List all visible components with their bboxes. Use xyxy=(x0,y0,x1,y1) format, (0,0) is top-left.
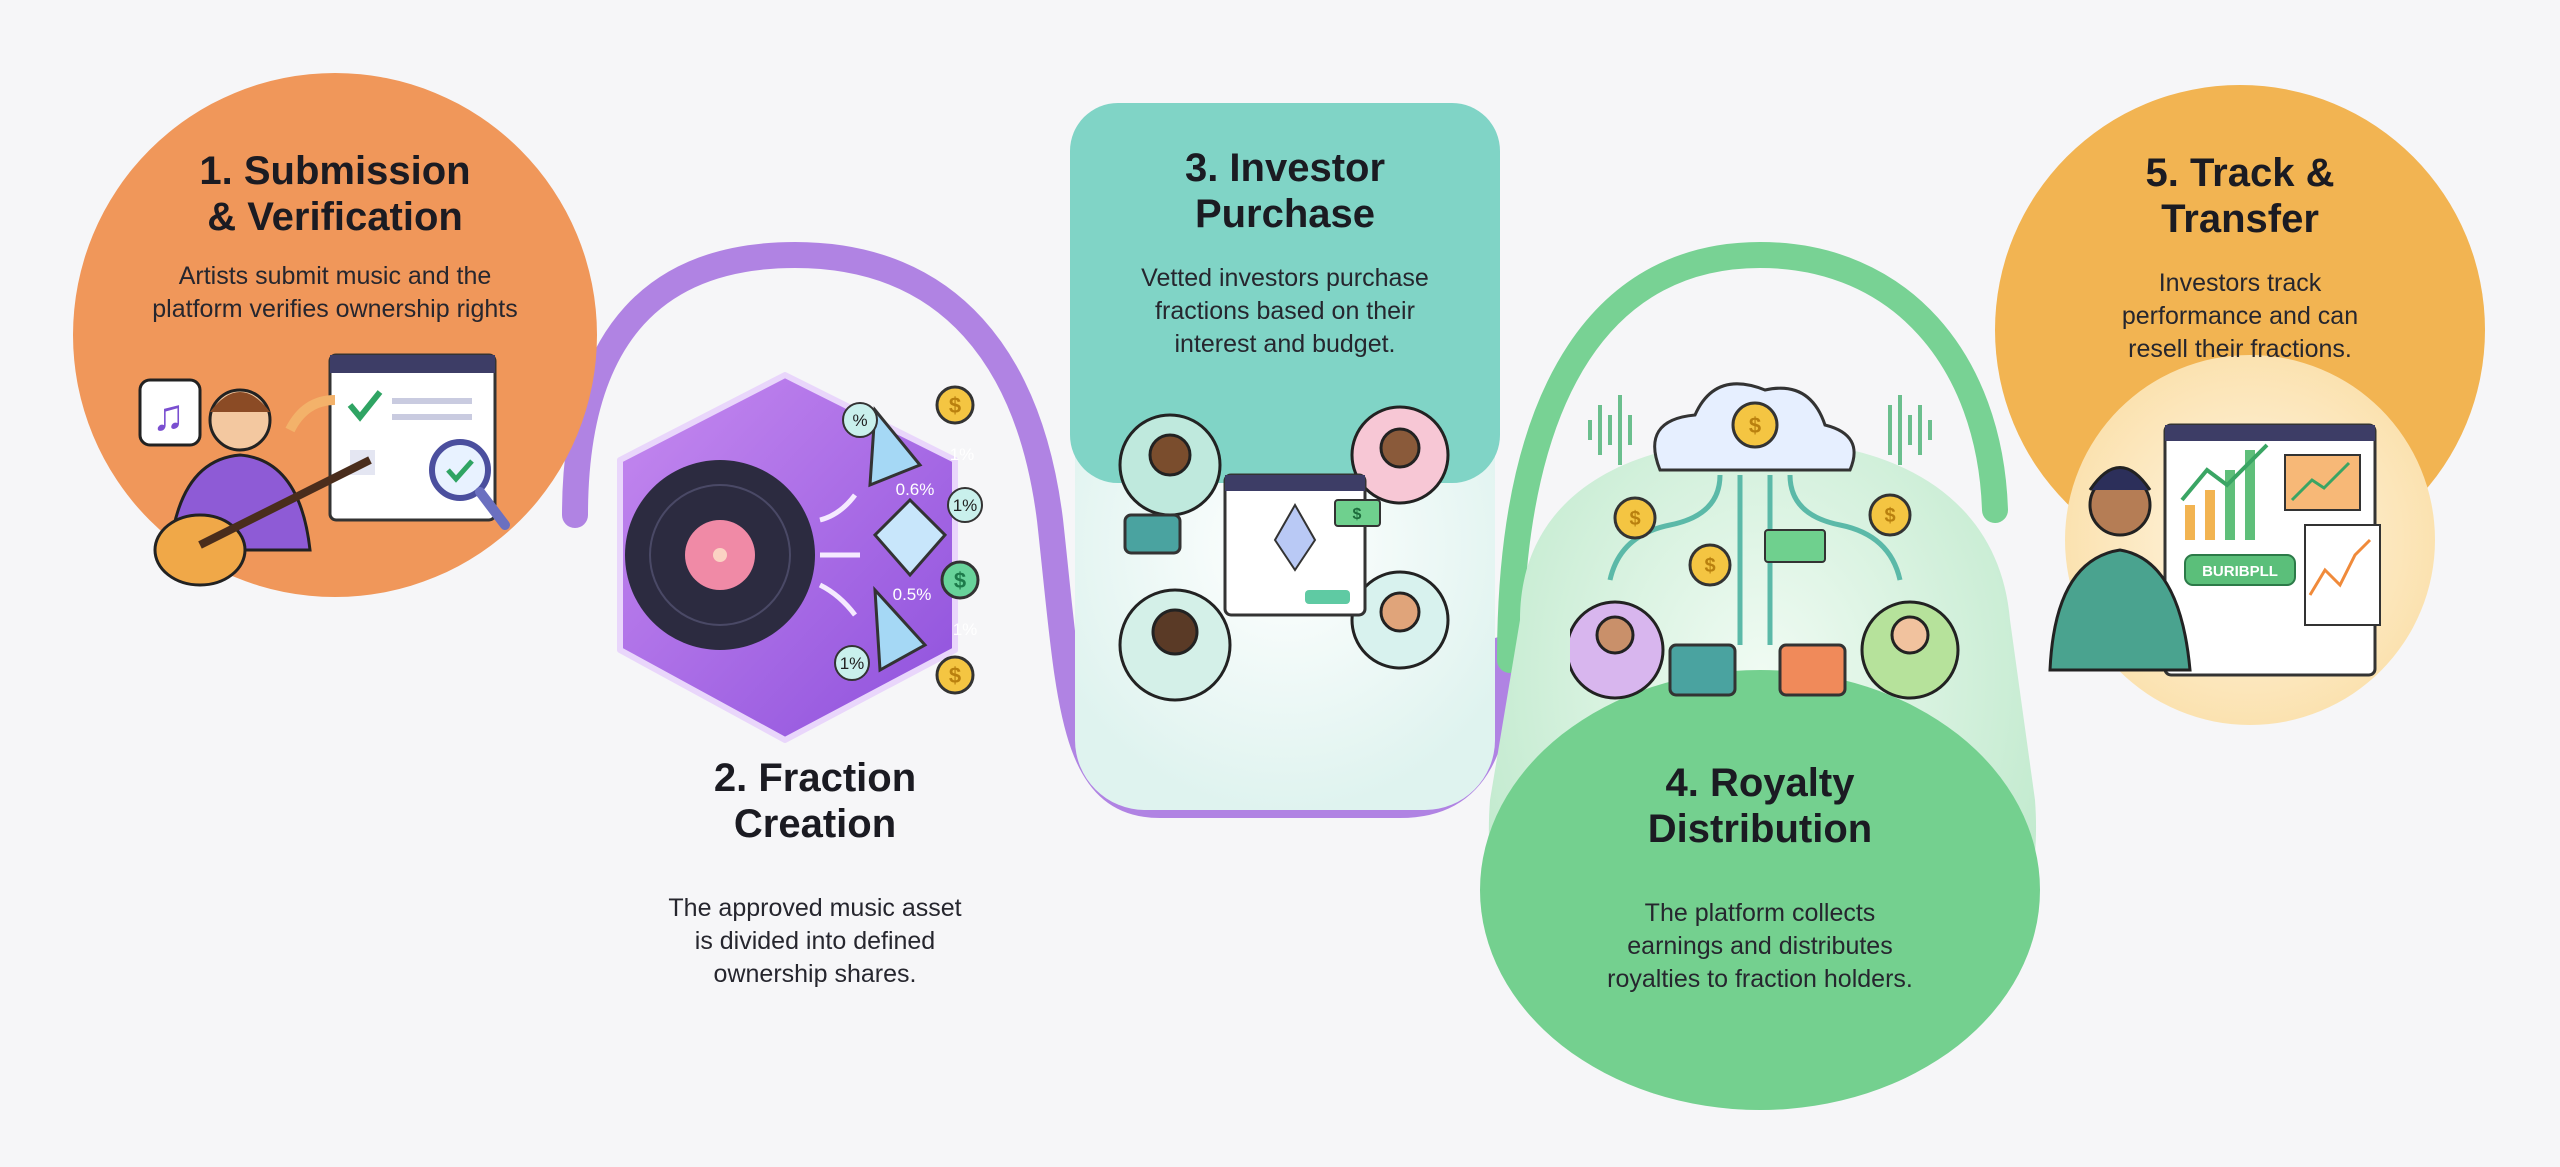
svg-text:$: $ xyxy=(1884,505,1895,527)
resell-button[interactable] xyxy=(2184,554,2296,586)
svg-text:0.5%: 0.5% xyxy=(893,585,932,604)
svg-text:$: $ xyxy=(954,568,966,593)
svg-text:♫: ♫ xyxy=(152,391,185,440)
vinyl-record-icon xyxy=(625,460,815,650)
svg-text:$: $ xyxy=(1704,555,1715,577)
step2-illustration: $ $ $ % 1% 0.6% 1% 0.5% 1% 1% xyxy=(625,385,983,695)
svg-text:$: $ xyxy=(949,393,961,418)
svg-text:$: $ xyxy=(1353,506,1362,523)
diamond-fraction-icon xyxy=(868,406,948,673)
green-connector xyxy=(1497,241,2008,673)
resell-button-label: BURIBPLL xyxy=(2202,563,2278,580)
wallet-icon xyxy=(1123,513,1182,555)
svg-text:$: $ xyxy=(1629,508,1640,530)
banknote-icon: $ xyxy=(1334,499,1381,527)
step4-bottom xyxy=(1480,670,2040,1110)
music-note-icon: ♫ xyxy=(138,378,202,447)
cloud-coin-icon: $ xyxy=(1653,382,1856,472)
step5-title: 5. Track &Transfer xyxy=(2145,151,2335,241)
step1-block: 1. Submission& Verification Artists subm… xyxy=(120,148,550,326)
wallet-icon xyxy=(1668,643,1847,697)
banknote-icon xyxy=(1764,529,1826,563)
svg-text:1%: 1% xyxy=(953,496,978,515)
guitarist-icon xyxy=(153,388,372,587)
svg-text:$: $ xyxy=(949,663,961,688)
svg-text:0.6%: 0.6% xyxy=(896,480,935,499)
sound-wave-icon xyxy=(1588,395,1932,465)
investor-icon xyxy=(2048,466,2192,672)
step1-title: 1. Submission& Verification xyxy=(199,149,471,239)
step5-illustration: BURIBPLL xyxy=(2048,423,2381,677)
magnifier-check-icon xyxy=(429,439,510,530)
step1-illustration: ♫ xyxy=(138,353,510,587)
step3-panel xyxy=(1070,103,1500,483)
svg-text:1%: 1% xyxy=(840,654,865,673)
svg-text:$: $ xyxy=(1749,413,1761,438)
arrow-icon xyxy=(285,395,336,433)
dashboard-chart-icon xyxy=(2163,423,2381,677)
investor-avatar-icon xyxy=(1118,405,1450,702)
svg-text:%: % xyxy=(852,411,867,430)
coin-icon: $ $ $ xyxy=(1613,493,1912,587)
step3-illustration: $ xyxy=(1118,405,1450,702)
svg-text:1%: 1% xyxy=(953,620,978,639)
arrows-icon xyxy=(818,493,860,617)
marketplace-window-icon xyxy=(1223,473,1367,617)
step4-illustration: $ $ $ $ xyxy=(1570,382,1960,700)
coin-icon: $ $ $ xyxy=(935,385,980,695)
svg-text:1%: 1% xyxy=(950,445,975,464)
holder-avatar-icon xyxy=(1570,600,1960,700)
